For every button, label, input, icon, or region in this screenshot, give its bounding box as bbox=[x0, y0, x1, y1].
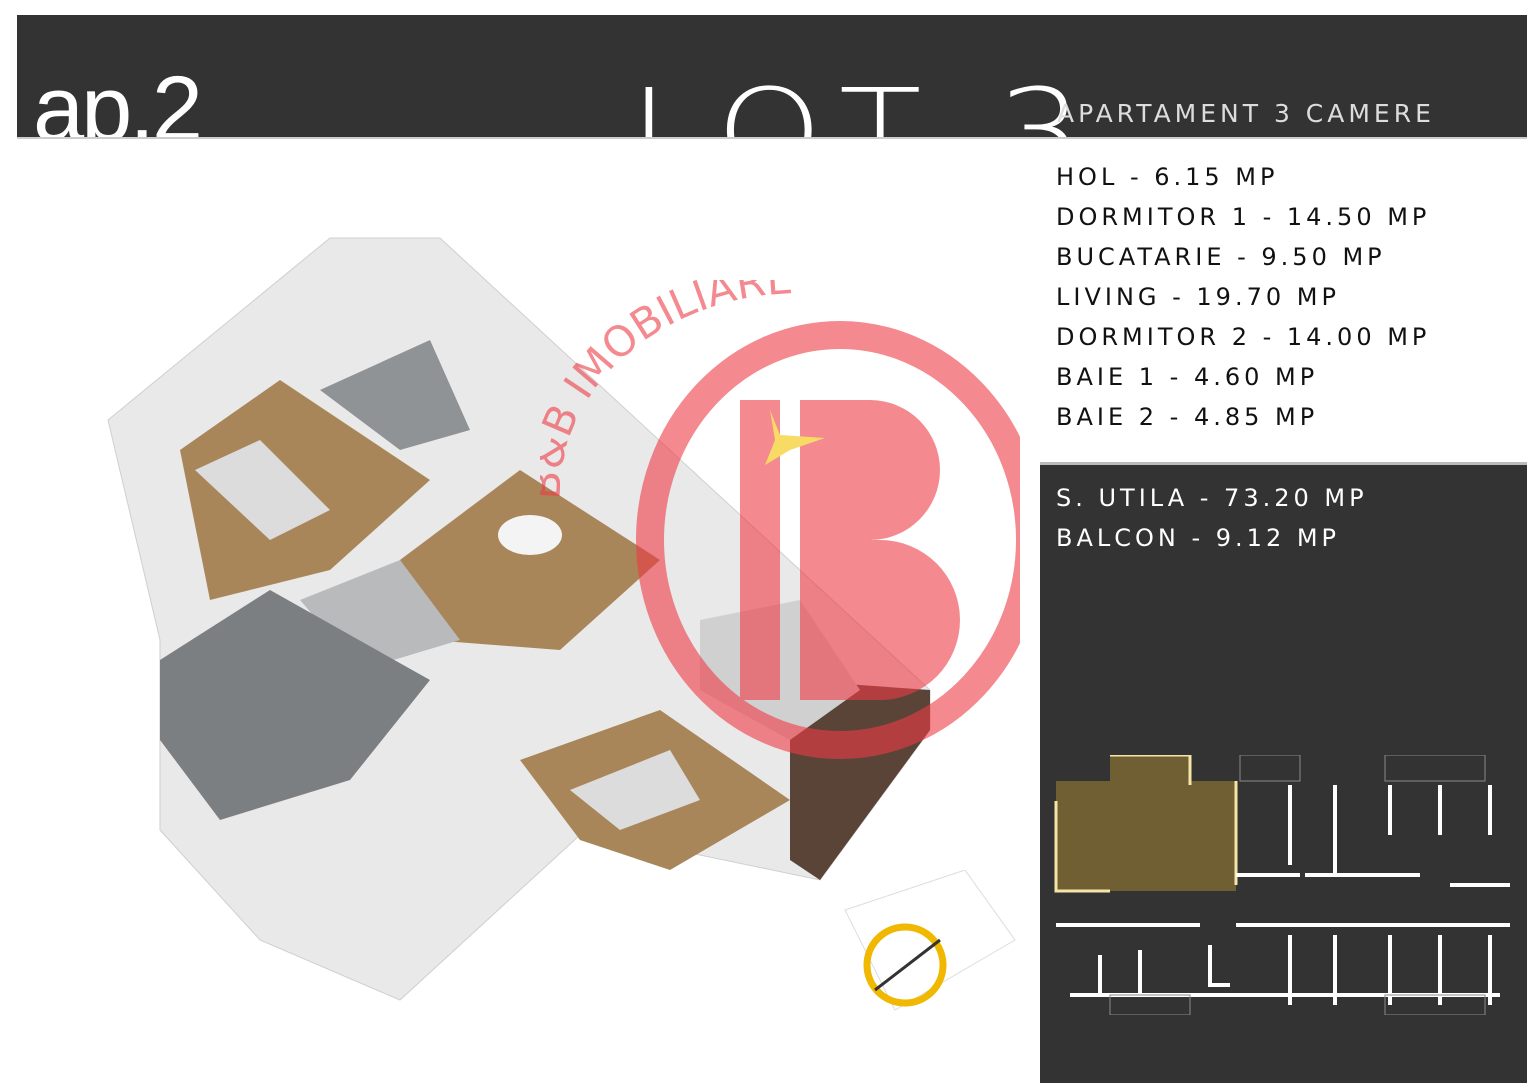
apartment-3d-floor-plan bbox=[107, 237, 931, 1001]
building-key-plan bbox=[1054, 755, 1510, 1015]
room-areas-list: HOL - 6.15 MP DORMITOR 1 - 14.50 MP BUCA… bbox=[1056, 162, 1430, 442]
room-area: BUCATARIE - 9.50 MP bbox=[1056, 243, 1386, 271]
summary-panel: S. UTILA - 73.20 MP BALCON - 9.12 MP bbox=[1040, 462, 1527, 1083]
room-area: BAIE 2 - 4.85 MP bbox=[1056, 403, 1319, 431]
watermark-logo: B&B IMOBILIARE bbox=[540, 280, 1020, 759]
balcony-area: BALCON - 9.12 MP bbox=[1056, 524, 1341, 552]
apartment-type: APARTAMENT 3 CAMERE bbox=[1057, 99, 1435, 128]
room-area: BAIE 1 - 4.60 MP bbox=[1056, 363, 1319, 391]
header-bar: ap.2 LOT 3 APARTAMENT 3 CAMERE bbox=[17, 15, 1527, 139]
apartment-number: ap.2 bbox=[33, 58, 203, 139]
total-useful-area: S. UTILA - 73.20 MP bbox=[1056, 484, 1368, 512]
compass-icon bbox=[844, 870, 1016, 1011]
room-area: LIVING - 19.70 MP bbox=[1056, 283, 1340, 311]
room-area: DORMITOR 1 - 14.50 MP bbox=[1056, 203, 1431, 231]
totals-list: S. UTILA - 73.20 MP BALCON - 9.12 MP bbox=[1056, 483, 1368, 563]
lot-title: LOT 3 bbox=[629, 63, 1100, 139]
room-area: DORMITOR 2 - 14.00 MP bbox=[1056, 323, 1431, 351]
room-area: HOL - 6.15 MP bbox=[1056, 163, 1279, 191]
